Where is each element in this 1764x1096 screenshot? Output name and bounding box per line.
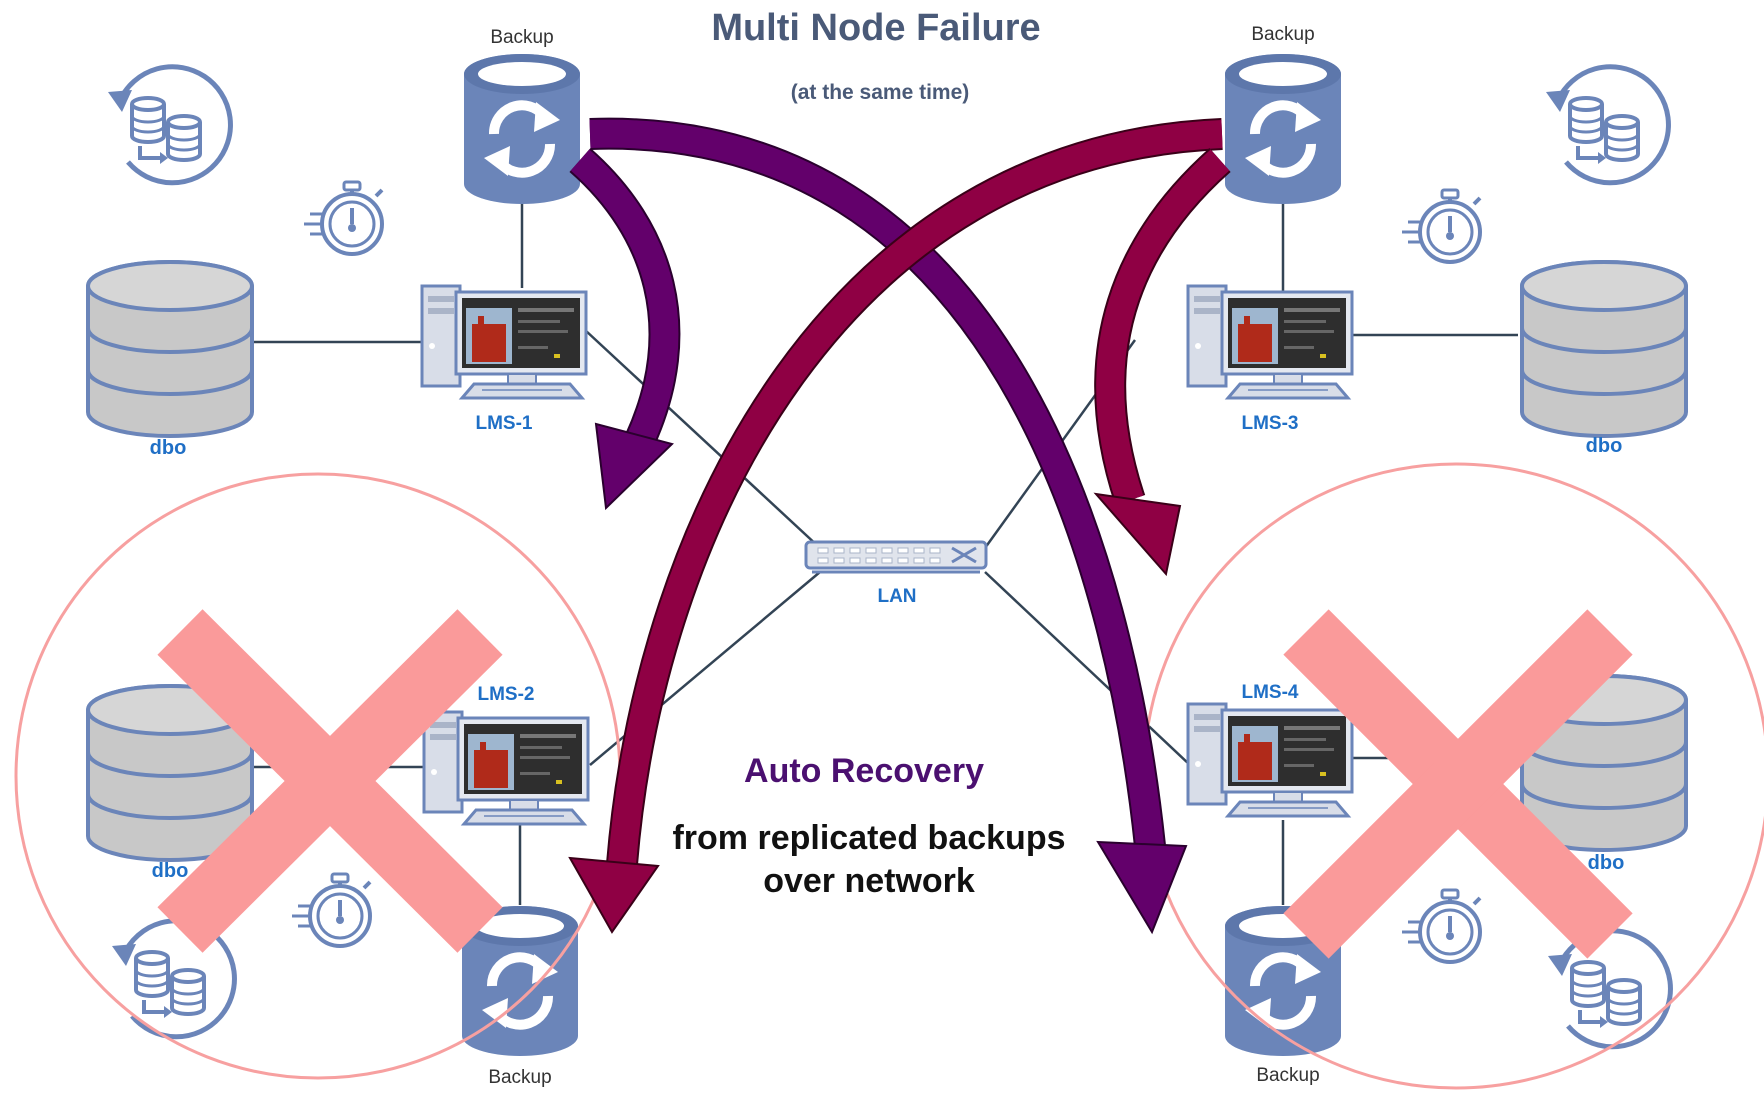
computer-icon [1186,284,1354,400]
node-label: LMS-2 [478,684,535,705]
database-restore-icon [1546,67,1668,183]
diagram-title: Multi Node Failure [711,7,1040,49]
stopwatch-icon [1400,888,1482,964]
computer-icon [420,284,588,400]
node-lms-2: dbo LMS-2 Backup [86,684,590,1088]
stopwatch-icon [1400,188,1482,264]
database-icon [1520,260,1688,438]
backup-sync-icon [1225,54,1341,204]
database-restore-icon [108,67,230,183]
lan-label: LAN [877,586,916,607]
node-lms-3: dbo Backup LMS-3 [1186,24,1688,457]
backup-label: Backup [1251,24,1314,45]
computer-icon [1186,702,1354,818]
stopwatch-icon [302,180,384,256]
recovery-description-line-2: over network [763,862,975,900]
computer-icon [422,710,590,826]
diagram-subtitle: (at the same time) [791,81,970,104]
backup-sync-icon [464,54,580,204]
failure-x-icon [157,609,503,953]
db-label: dbo [1586,435,1623,457]
backup-label: Backup [490,27,553,48]
db-label: dbo [1588,852,1625,874]
node-label: LMS-4 [1242,682,1299,703]
node-label: LMS-3 [1242,413,1299,434]
node-lms-1: dbo Backup LMS-1 [86,27,588,459]
backup-label: Backup [488,1067,551,1088]
recovery-arrows [568,117,1231,935]
node-label: LMS-1 [476,413,533,434]
recovery-heading: Auto Recovery [744,752,984,790]
recovery-description-line-1: from replicated backups [672,819,1065,857]
db-label: dbo [152,860,189,882]
backup-label: Backup [1256,1065,1319,1086]
network-switch-icon [804,540,988,574]
database-restore-icon [1548,931,1670,1047]
database-icon [86,260,254,438]
db-label: dbo [150,437,187,459]
node-lms-4: dbo LMS-4 Backup [1186,674,1688,1086]
failure-x-icon [1283,609,1633,959]
stopwatch-icon [290,872,372,948]
